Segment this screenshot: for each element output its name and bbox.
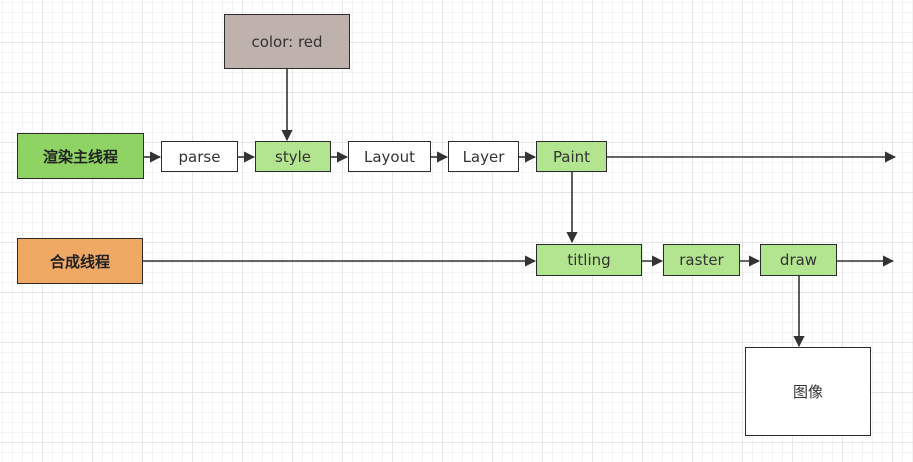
paint-node: Paint [536,141,607,172]
parse-node: parse [161,141,238,172]
render-main-thread-lane: 渲染主线程 [17,133,144,179]
style-note-node: color: red [224,14,350,69]
style-node: style [255,141,331,172]
layout-node: Layout [348,141,431,172]
draw-node: draw [760,244,837,276]
compositor-thread-lane: 合成线程 [17,238,143,284]
layer-node: Layer [448,141,519,172]
image-node: 图像 [745,347,871,436]
titling-node: titling [536,244,642,276]
raster-node: raster [663,244,740,276]
